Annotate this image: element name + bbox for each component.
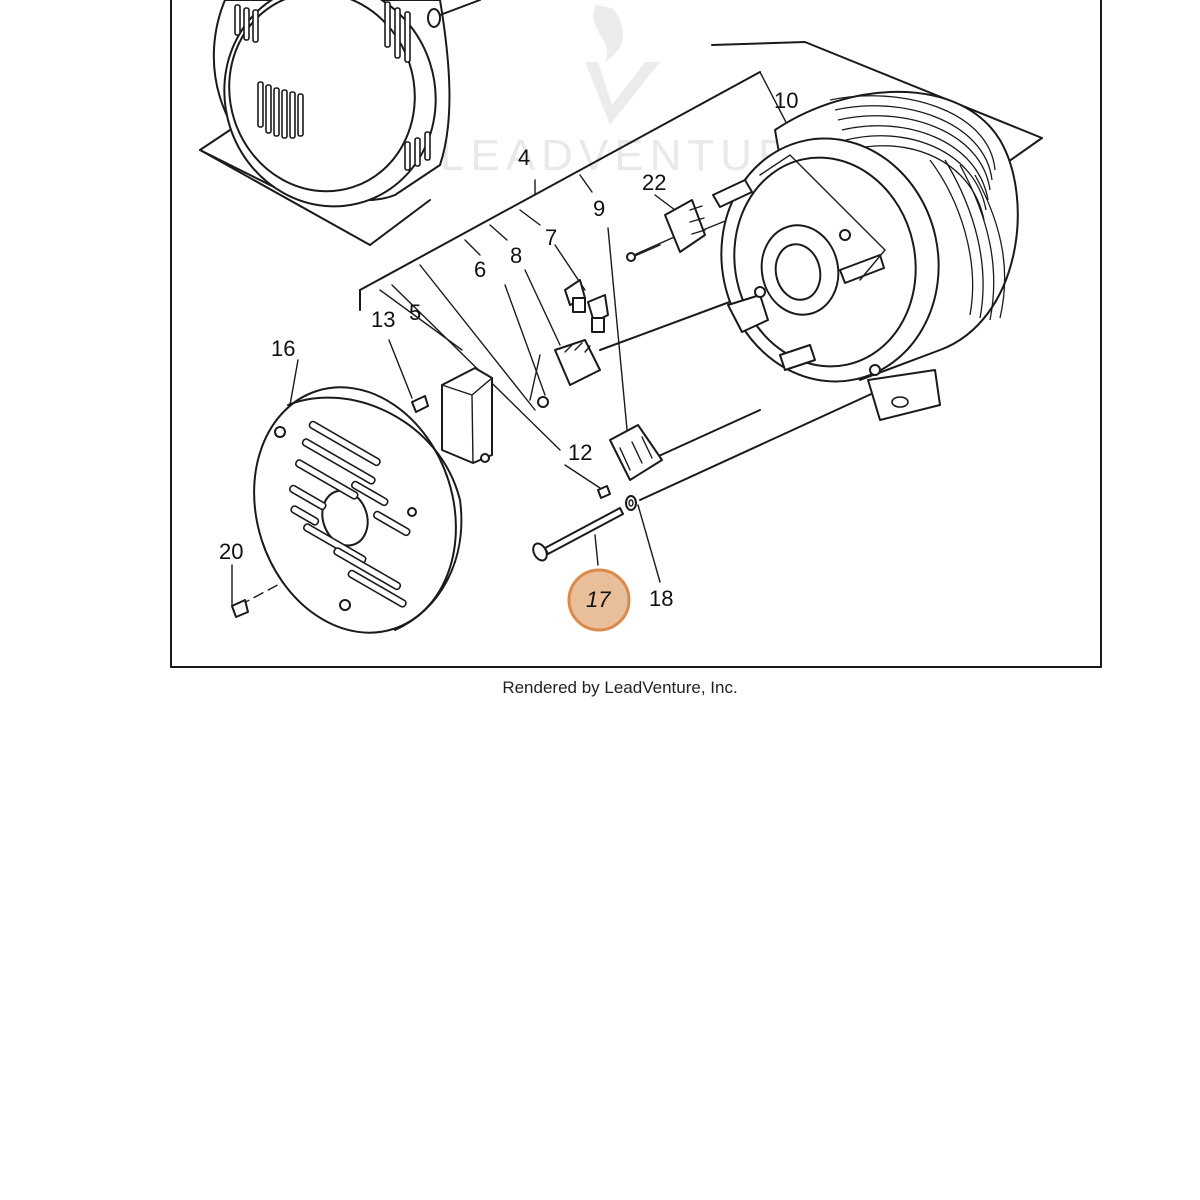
render-credit: Rendered by LeadVenture, Inc.: [502, 678, 738, 697]
end-cover-part-16: [253, 386, 463, 634]
callout-13[interactable]: 13: [371, 307, 395, 332]
screw-part-13: [411, 395, 429, 413]
diagram-frame: [170, 0, 1102, 668]
callout-7[interactable]: 7: [545, 225, 557, 250]
callout-20[interactable]: 20: [219, 539, 243, 564]
capacitor-part-5: [441, 367, 493, 464]
callout-18[interactable]: 18: [649, 586, 673, 611]
callout-16[interactable]: 16: [271, 336, 295, 361]
callout-6[interactable]: 6: [474, 257, 486, 282]
screw-part-12: [597, 485, 611, 499]
callout-5[interactable]: 5: [409, 300, 421, 325]
washer-part-18: [625, 495, 637, 511]
callout-9[interactable]: 9: [593, 196, 605, 221]
callout-17-highlight[interactable]: [567, 568, 631, 632]
assembly-guide-lines: [231, 41, 1043, 606]
screw-part-20: [231, 599, 249, 618]
callout-8[interactable]: 8: [510, 243, 522, 268]
callout-4[interactable]: 4: [518, 145, 530, 170]
callout-10[interactable]: 10: [774, 88, 798, 113]
callout-17[interactable]: 17: [586, 587, 611, 612]
terminal-block-part-8: [537, 339, 601, 408]
end-bell-shroud: [199, 0, 481, 246]
rectifier-part-22: [626, 199, 706, 262]
connector-block-part-9: [609, 424, 663, 481]
callout-12[interactable]: 12: [568, 440, 592, 465]
through-bolt-part-17: [532, 507, 624, 562]
callout-22[interactable]: 22: [642, 170, 666, 195]
stator-housing: [712, 90, 1019, 421]
brush-holder-part-7: [564, 279, 609, 333]
